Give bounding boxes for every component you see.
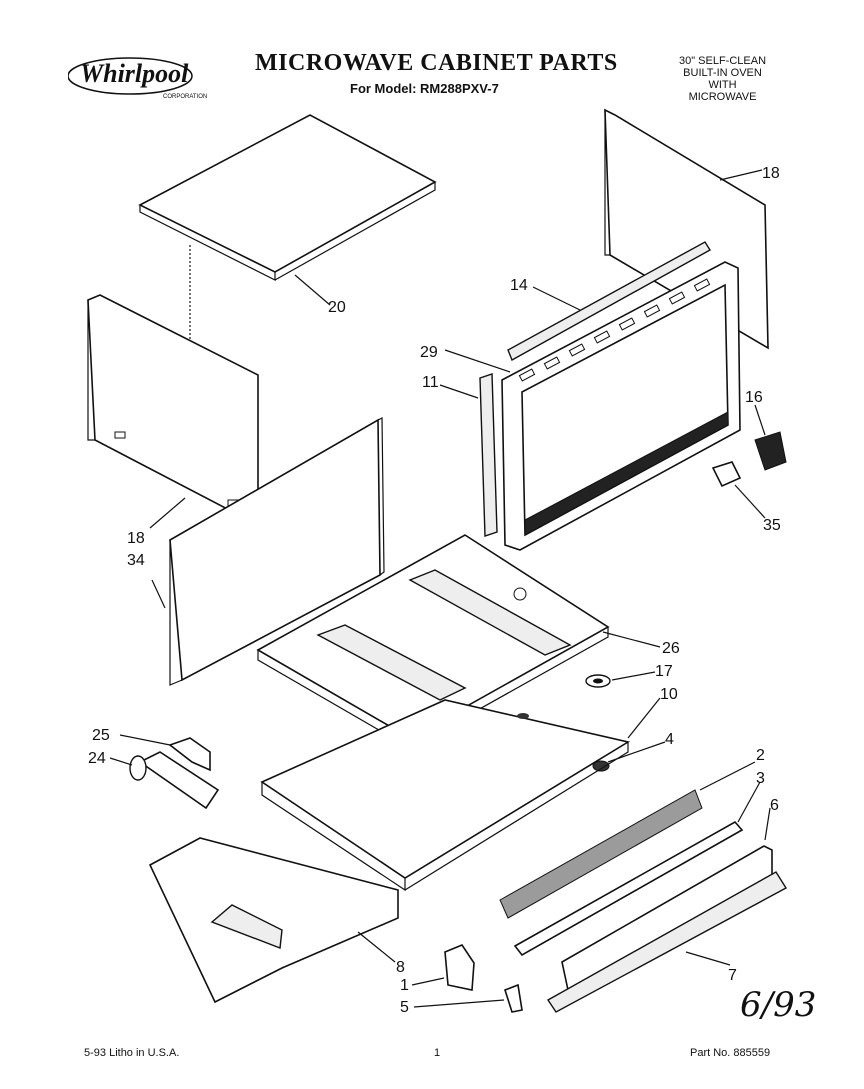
callout-4: 4 (665, 731, 674, 748)
callout-14: 14 (510, 277, 528, 294)
page-title: MICROWAVE CABINET PARTS (255, 50, 618, 76)
part-16-bracket (754, 431, 787, 471)
callout-18-left: 18 (127, 530, 145, 547)
part-24-duct (129, 751, 220, 810)
model-line: For Model: RM288PXV-7 (350, 81, 499, 96)
callout-2: 2 (756, 747, 765, 764)
product-desc-line-2: BUILT-IN OVEN (683, 67, 762, 79)
part-6-channel (561, 845, 773, 992)
product-description: 30" SELF-CLEAN BUILT-IN OVEN WITH MICROW… (660, 55, 785, 103)
part-26-floor-panel (256, 534, 610, 750)
frame-slots (518, 278, 711, 382)
handwritten-date: 6/93 (740, 985, 817, 1025)
callout-labels: 20 18 34 18 14 29 11 16 35 26 17 10 4 2 … (88, 165, 781, 1016)
callout-18-right: 18 (762, 165, 780, 182)
callout-24: 24 (88, 750, 106, 767)
leader-lines (109, 169, 771, 1008)
callout-35: 35 (763, 517, 781, 534)
part-number: Part No. 885559 (690, 1047, 771, 1059)
part-7-rail (546, 871, 787, 1013)
callout-17: 17 (655, 663, 673, 680)
part-29-front-frame (501, 261, 741, 551)
callout-5: 5 (400, 999, 409, 1016)
product-desc-line-1: 30" SELF-CLEAN (678, 55, 767, 67)
callout-25: 25 (92, 727, 110, 744)
callout-29: 29 (420, 344, 438, 361)
part-20-top-panel (138, 114, 437, 340)
part-11-side-trim (479, 373, 498, 537)
logo-wordmark: Whirlpool (80, 59, 189, 88)
part-3-trim-strip (513, 820, 744, 957)
part-18-left-side-panel (87, 294, 259, 527)
part-5-clip (504, 983, 523, 1013)
part-25-bracket (168, 737, 211, 772)
callout-3: 3 (756, 770, 765, 787)
callout-6: 6 (770, 797, 779, 814)
callout-7: 7 (728, 967, 737, 984)
part-17-grommet (585, 674, 611, 688)
part-10-base-pan (260, 699, 631, 892)
callout-1: 1 (400, 977, 409, 994)
callout-16: 16 (745, 389, 763, 406)
page-number: 1 (434, 1047, 441, 1059)
callout-8: 8 (396, 959, 405, 976)
product-desc-line-3: WITH (708, 79, 737, 91)
callout-20: 20 (328, 299, 346, 316)
part-35-switch (711, 461, 742, 488)
product-desc-line-4: MICROWAVE (688, 91, 757, 103)
part-8-lower-tray (148, 837, 399, 1004)
callout-11: 11 (422, 374, 439, 391)
part-4-foot (592, 760, 610, 772)
whirlpool-logo: Whirlpool CORPORATION (67, 52, 208, 107)
part-34-rear-panel (169, 417, 385, 686)
callout-34: 34 (127, 552, 145, 569)
part-14-vent-strip (507, 241, 711, 361)
logo-corporation: CORPORATION (163, 94, 207, 100)
print-info: 5-93 Litho in U.S.A. (84, 1047, 180, 1059)
callout-26: 26 (662, 640, 680, 657)
part-2-grille (499, 789, 703, 919)
callout-10: 10 (660, 686, 678, 703)
part-1-clip (444, 944, 475, 991)
